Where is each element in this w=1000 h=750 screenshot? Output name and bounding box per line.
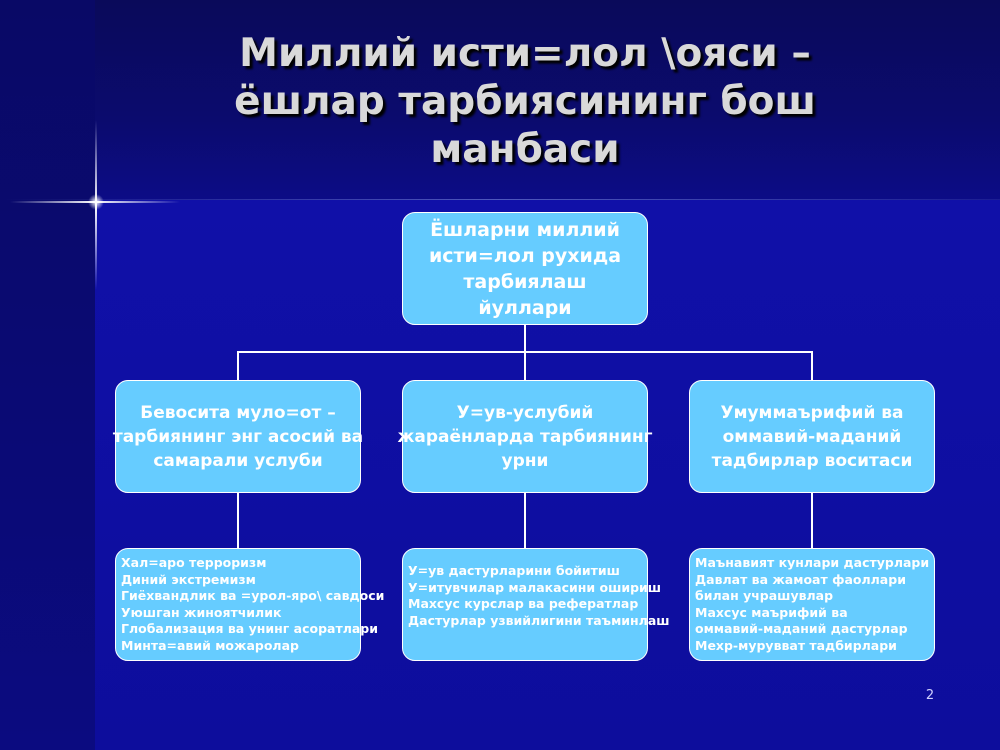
connector-leaf-3 — [811, 493, 813, 548]
leaf-item: билан учрашувлар — [695, 588, 834, 603]
branch-node-line: самарали услуби — [153, 450, 323, 471]
root-node: Ёшларни миллий исти=лол рухида тарбиялаш… — [402, 212, 648, 325]
connector-leaf-1 — [237, 493, 239, 548]
connector-root-down — [524, 325, 526, 352]
branch-node-2: У=ув-услубий жараёнларда тарбиянинг урни — [398, 380, 653, 493]
root-node-line: исти=лол рухида — [428, 244, 622, 267]
leaf-item: Диний экстремизм — [121, 571, 256, 587]
branch-node-line: Умуммаърифий ва — [720, 402, 904, 423]
leaf-node-2: У=ув дастурларини бойитиш У=итувчилар ма… — [402, 548, 670, 661]
leaf-item: Махсус маърифий ва — [695, 604, 848, 620]
slide-title: Миллий исти=лол \ояси – ёшлар тарбиясини… — [150, 30, 900, 174]
branch-node-line: урни — [501, 450, 549, 471]
title-line: ёшлар тарбиясининг бош — [234, 79, 816, 124]
leaf-item: Дастурлар узвийлигини таъминлаш — [408, 612, 670, 628]
leaf-item: Хал=аро терроризм — [121, 555, 267, 570]
branch-node-line: жараёнларда тарбиянинг — [397, 426, 653, 447]
leaf-item: Уюшган жиноятчилик — [121, 604, 282, 620]
leaf-item: Минта=авий можаролар — [121, 637, 299, 653]
title-line: манбаси — [430, 127, 620, 172]
branch-node-1: Бевосита муло=от – тарбиянинг энг асосий… — [112, 380, 364, 493]
background-left — [0, 0, 95, 750]
title-line: Миллий исти=лол \ояси – — [239, 31, 811, 76]
connector-branch-2 — [524, 351, 526, 380]
root-node-line: тарбиялаш — [463, 270, 587, 293]
root-node-line: йуллари — [478, 296, 572, 319]
branch-node-line: Бевосита муло=от – — [140, 402, 336, 423]
leaf-item: Глобализация ва унинг асоратлари — [121, 621, 379, 636]
leaf-item: У=итувчилар малакасини ошириш — [408, 579, 662, 595]
branch-node-line: тарбиянинг энг асосий ва — [112, 426, 364, 447]
branch-node-line: тадбирлар воситаси — [711, 450, 913, 471]
branch-node-line: оммавий-маданий — [722, 426, 902, 447]
sparkle-star-icon — [88, 194, 104, 210]
leaf-node-1: Хал=аро терроризм Диний экстремизм Гиёхв… — [115, 548, 384, 661]
page-number: 2 — [925, 688, 935, 703]
background-top — [0, 0, 1000, 200]
leaf-item: Гиёхвандлик ва =урол-яро\ савдоси — [121, 588, 385, 603]
leaf-item: У=ув дастурларини бойитиш — [408, 563, 620, 578]
root-node-line: Ёшларни миллий — [430, 218, 620, 241]
leaf-node-3: Маънавият кунлари дастурлари Давлат ва ж… — [689, 548, 935, 661]
connector-branch-3 — [811, 351, 813, 380]
leaf-item: Давлат ва жамоат фаоллари — [695, 571, 906, 587]
leaf-item: Мехр-мурувват тадбирлари — [695, 637, 897, 653]
leaf-item: оммавий-маданий дастурлар — [695, 621, 908, 636]
connector-branch-1 — [237, 351, 239, 380]
connector-leaf-2 — [524, 493, 526, 548]
leaf-item: Махсус курслар ва рефератлар — [408, 596, 639, 611]
branch-node-3: Умуммаърифий ва оммавий-маданий тадбирла… — [689, 380, 935, 493]
divider-line — [0, 199, 1000, 200]
branch-node-line: У=ув-услубий — [456, 402, 594, 423]
leaf-item: Маънавият кунлари дастурлари — [695, 555, 930, 570]
